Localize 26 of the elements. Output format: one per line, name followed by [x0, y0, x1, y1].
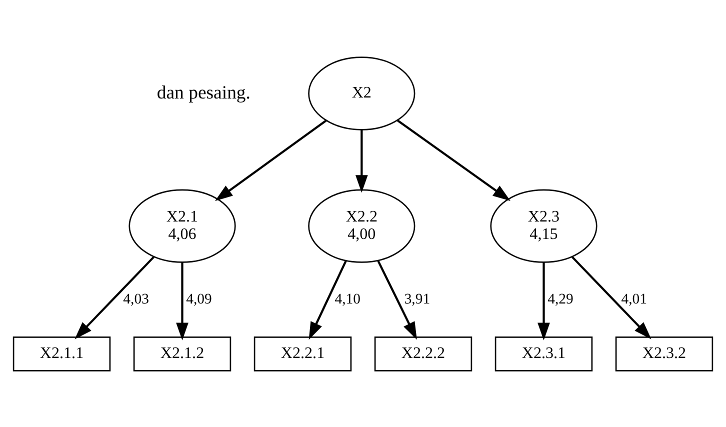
arrow: [215, 119, 327, 200]
label: dan pesaing.: [156, 82, 251, 103]
arrow: [308, 260, 347, 340]
node-box: X2.3.1: [494, 336, 593, 371]
arrow: [538, 262, 550, 340]
arrow: [377, 260, 417, 340]
edge-label: 4,29: [548, 290, 574, 307]
edge-label: 4,01: [621, 290, 647, 307]
edge-label: 3,91: [404, 290, 430, 307]
arrow: [397, 119, 510, 200]
arrow: [572, 256, 652, 339]
node-ellipse: X2.2 4,00: [308, 188, 416, 262]
arrow: [176, 262, 188, 340]
node-ellipse: X2.3 4,15: [490, 188, 598, 262]
arrow: [355, 130, 368, 192]
edge-label: 4,10: [334, 290, 360, 307]
node-box: X2.1.1: [12, 336, 111, 371]
arrow: [74, 256, 154, 339]
node-ellipse: X2: [308, 56, 416, 130]
edge-label: 4,09: [186, 290, 212, 307]
node-box: X2.2.2: [374, 336, 472, 371]
node-box: X2.1.2: [133, 336, 232, 371]
node-ellipse: X2.1 4,06: [128, 188, 236, 262]
edge-label: 4,03: [123, 290, 149, 307]
node-box: X2.3.2: [615, 336, 714, 371]
node-box: X2.2.1: [254, 336, 352, 371]
